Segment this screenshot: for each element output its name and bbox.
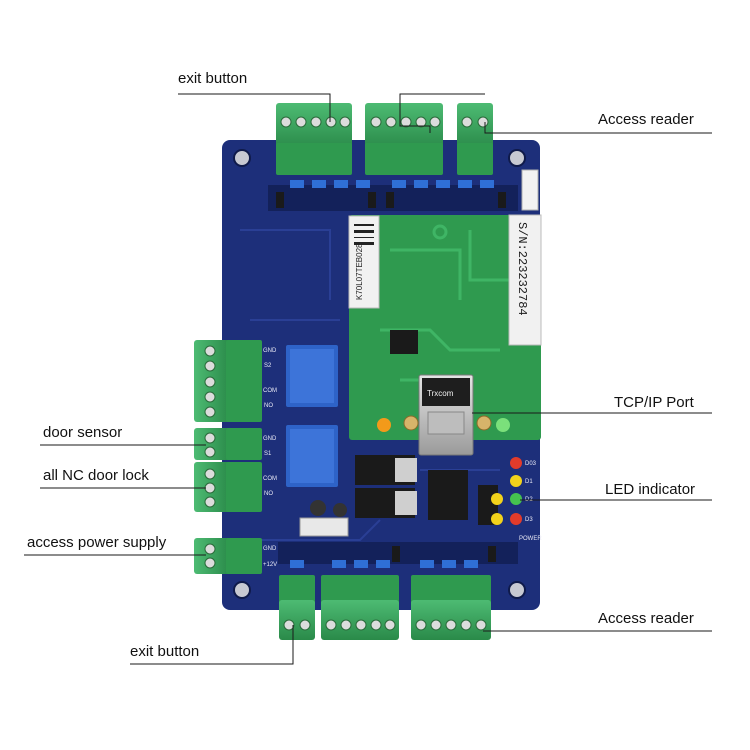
pcb-label: +12V (263, 562, 277, 568)
relay-2 (286, 425, 338, 487)
callout-exit-button-top: exit button (178, 70, 248, 87)
relay-1 (286, 345, 338, 407)
bottom-terminal-exit (279, 575, 315, 640)
led-indicator-panel (491, 457, 522, 525)
callout-access-reader-top: Access reader (598, 111, 694, 128)
pcb-label: POWER (519, 536, 542, 542)
rj45-jack: Trxcom (418, 374, 474, 456)
top-terminal-reader-b (457, 103, 493, 175)
serial-number: S/N:223232784 (515, 222, 529, 316)
top-component-row (268, 180, 518, 211)
pcb-label: S1 (264, 451, 272, 457)
pcb-label: COM (263, 388, 277, 394)
pcb-label: S2 (264, 363, 272, 369)
pcb-label: COM (263, 476, 277, 482)
middle-components (299, 455, 498, 537)
bottom-terminal-reader-b (411, 575, 491, 640)
left-silkscreen-labels: GND S2 COM NO GND S1 COM NO GND +12V (263, 348, 277, 568)
left-terminal-lock-2 (194, 462, 262, 512)
network-module: K70L07TEB028 S/N:223232784 (348, 214, 542, 440)
pcb-label: D1 (525, 479, 533, 485)
callout-lines (24, 93, 712, 665)
left-terminal-door-sensor (194, 428, 262, 460)
leader-reader-top (484, 122, 712, 134)
led-yellow-icon (491, 493, 503, 505)
pcb-label: GND (263, 436, 277, 442)
led-yellow-icon (510, 475, 522, 487)
callout-access-reader-bottom: Access reader (598, 610, 694, 627)
sticker-code: K70L07TEB028 (355, 243, 364, 300)
module-screw (476, 415, 492, 431)
pcb-label: GND (263, 348, 277, 354)
mount-hole (508, 149, 526, 167)
leader-exit-bot (130, 625, 294, 665)
pcb-label: D3 (525, 517, 533, 523)
leader-reader-top-2 (399, 93, 485, 133)
callout-door-sensor: door sensor (43, 424, 123, 441)
callout-tcp-ip-port: TCP/IP Port (614, 394, 694, 411)
bottom-terminal-reader-a (321, 575, 399, 640)
mount-hole (508, 581, 526, 599)
left-terminal-power (194, 538, 262, 574)
callout-led-indicator: LED indicator (605, 481, 696, 498)
callout-nc-door-lock: all NC door lock (43, 467, 149, 484)
led-yellow-icon (491, 513, 503, 525)
bottom-component-row (278, 542, 518, 568)
leader-exit-top (178, 93, 331, 122)
module-screw (403, 415, 419, 431)
mount-hole (233, 149, 251, 167)
callout-exit-button-bottom: exit button (130, 643, 200, 660)
led-red-icon (510, 457, 522, 469)
pcb-label: NO (264, 491, 273, 497)
module-led-green (496, 418, 510, 432)
left-terminal-lock-1 (194, 340, 262, 422)
top-terminal-exit (276, 103, 352, 175)
mount-hole (233, 581, 251, 599)
module-led-orange (377, 418, 391, 432)
pcb-label: NO (264, 403, 273, 409)
led-green-icon (510, 493, 522, 505)
pcb-label: GND (263, 546, 277, 552)
top-terminal-reader-a (365, 103, 443, 175)
module-sticker (348, 215, 380, 309)
serial-sticker (508, 214, 542, 346)
white-connector (521, 169, 539, 211)
jack-brand: Trxcom (427, 389, 454, 398)
pcb-label: D03 (525, 461, 537, 467)
pcb-traces (240, 229, 500, 541)
callout-access-power-supply: access power supply (27, 534, 167, 551)
led-red-icon (510, 513, 522, 525)
